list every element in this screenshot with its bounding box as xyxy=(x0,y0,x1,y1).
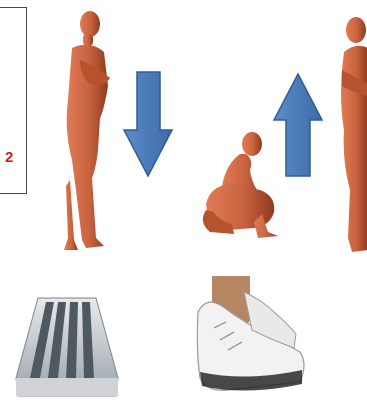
squatting-figure xyxy=(203,132,278,238)
down-arrow xyxy=(124,72,172,176)
standing-figure-right xyxy=(341,17,367,252)
up-arrow xyxy=(274,74,322,176)
sneaker-feet-photo xyxy=(197,276,304,391)
ramp-step-photo xyxy=(16,298,118,396)
standing-figure-left xyxy=(64,11,110,250)
